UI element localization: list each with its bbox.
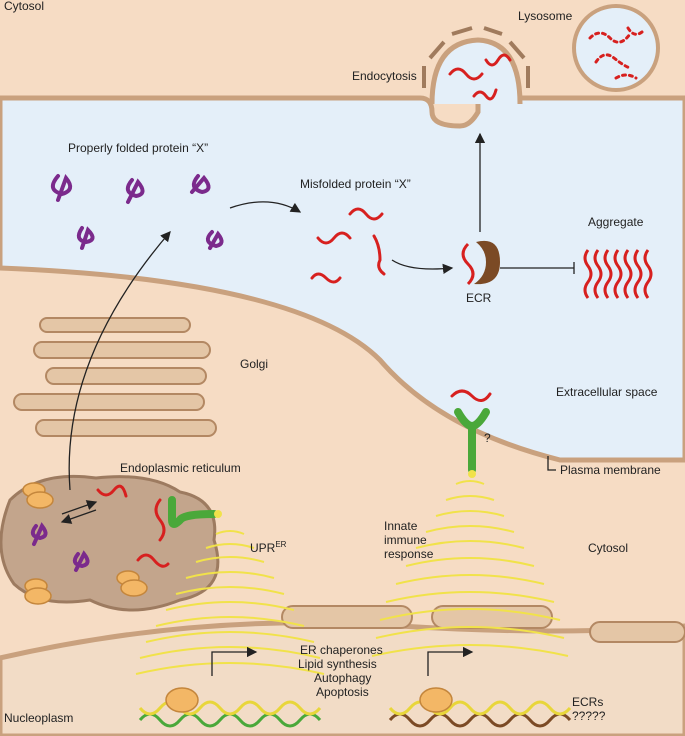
endocytosed-misfolded-proteins — [448, 53, 512, 101]
endocytic-vesicle — [429, 37, 523, 105]
label-innate-3: response — [384, 547, 434, 561]
ecr-receptor — [474, 240, 500, 285]
pathway-arrows — [60, 132, 575, 676]
label-cytosol-top: Cytosol — [4, 0, 44, 13]
innate-signal-waves — [371, 480, 569, 657]
endoplasmic-reticulum — [0, 474, 220, 612]
degraded-protein-fragments — [588, 26, 644, 80]
label-innate-2: immune — [384, 533, 427, 547]
folded-proteins — [30, 174, 224, 572]
lysosome — [572, 4, 660, 92]
transcription-factors — [165, 687, 453, 713]
label-lipid-synthesis: Lipid synthesis — [298, 657, 377, 671]
label-aggregate: Aggregate — [588, 215, 644, 229]
label-question-marks: ????? — [572, 709, 606, 723]
label-er-chaperones: ER chaperones — [300, 643, 383, 657]
label-extracellular-space: Extracellular space — [556, 385, 658, 399]
ribosomes — [22, 482, 148, 605]
label-ecr: ECR — [466, 291, 492, 305]
label-golgi: Golgi — [240, 357, 268, 371]
label-question-mark: ? — [484, 431, 491, 445]
label-endoplasmic-reticulum: Endoplasmic reticulum — [120, 461, 241, 475]
clathrin-coat — [422, 26, 530, 88]
label-apoptosis: Apoptosis — [316, 685, 369, 699]
label-innate-1: Innate — [384, 519, 418, 533]
label-upr: UPRER — [250, 540, 287, 555]
label-autophagy: Autophagy — [314, 671, 371, 685]
label-nucleoplasm: Nucleoplasm — [4, 711, 73, 725]
aggregate — [583, 249, 653, 299]
ecr-bound-misfolded — [461, 242, 475, 286]
er-receptor-signal-dot — [214, 510, 222, 518]
golgi-apparatus — [13, 317, 217, 437]
plasma-membrane-receptor — [454, 408, 490, 474]
label-cytosol-right: Cytosol — [588, 541, 628, 555]
nuclear-pore-cisternae — [281, 605, 685, 643]
pm-receptor-signal-dot — [468, 470, 476, 478]
label-properly-folded: Properly folded protein “X” — [68, 141, 208, 155]
label-lysosome: Lysosome — [518, 9, 573, 23]
label-misfolded: Misfolded protein “X” — [300, 177, 411, 191]
label-ecrs: ECRs — [572, 695, 603, 709]
er-receptor — [168, 496, 218, 528]
label-endocytosis: Endocytosis — [352, 69, 417, 83]
extracellular-space — [0, 95, 685, 463]
label-plasma-membrane: Plasma membrane — [560, 463, 661, 477]
misfolded-proteins — [96, 207, 492, 568]
upr-signal-waves — [135, 530, 325, 675]
